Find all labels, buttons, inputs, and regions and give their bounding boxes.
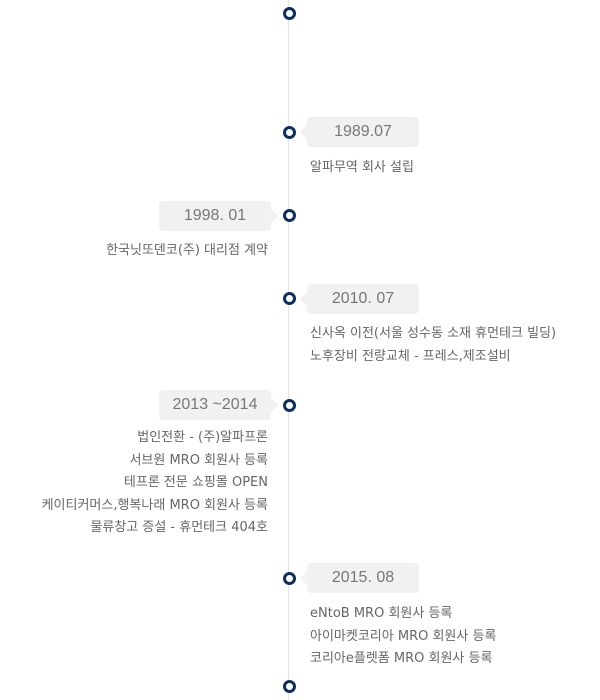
timeline-item: 신사옥 이전(서울 성수동 소재 휴먼테크 빌딩) xyxy=(310,326,557,341)
timeline-date-1998: 1998. 01 xyxy=(159,201,278,231)
timeline-dot xyxy=(283,399,296,412)
timeline-desc-2013: 법인전환 - (주)알파프론 서브원 MRO 회원사 등록 테프론 전문 쇼핑몰… xyxy=(42,427,268,540)
timeline-date-1989: 1989.07 xyxy=(300,117,419,147)
timeline-item: 법인전환 - (주)알파프론 xyxy=(137,430,268,445)
timeline-dot xyxy=(283,572,296,585)
timeline-dot-top xyxy=(283,7,296,20)
timeline-date-2010: 2010. 07 xyxy=(300,284,419,314)
timeline-line xyxy=(288,0,289,700)
timeline-item: 한국닛또덴코(주) 대리점 계약 xyxy=(106,243,268,258)
timeline-item: 물류창고 증설 - 휴먼테크 404호 xyxy=(90,520,268,535)
timeline-desc-2015: eNtoB MRO 회원사 등록 아이마켓코리아 MRO 회원사 등록 코리아e… xyxy=(310,603,496,671)
timeline-item: 알파무역 회사 설립 xyxy=(310,160,414,175)
timeline-dot xyxy=(283,209,296,222)
timeline-dot xyxy=(283,126,296,139)
timeline-desc-1998: 한국닛또덴코(주) 대리점 계약 xyxy=(106,240,268,263)
timeline-item: eNtoB MRO 회원사 등록 xyxy=(310,606,453,621)
timeline-date-2015: 2015. 08 xyxy=(300,563,419,593)
timeline-item: 코리아e플렛폼 MRO 회원사 등록 xyxy=(310,651,493,666)
timeline-item: 테프론 전문 쇼핑몰 OPEN xyxy=(123,475,268,490)
timeline-dot-bottom xyxy=(283,680,296,693)
timeline-dot xyxy=(283,292,296,305)
timeline-desc-1989: 알파무역 회사 설립 xyxy=(310,157,414,180)
timeline-item: 서브원 MRO 회원사 등록 xyxy=(129,452,268,468)
timeline-desc-2010: 신사옥 이전(서울 성수동 소재 휴먼테크 빌딩) 노후장비 전량교체 - 프레… xyxy=(310,323,556,368)
timeline-item: 노후장비 전량교체 - 프레스,제조설비 xyxy=(310,348,511,364)
timeline-item: 아이마켓코리아 MRO 회원사 등록 xyxy=(310,628,497,644)
timeline-date-2013: 2013 ~2014 xyxy=(159,390,278,420)
timeline-item: 케이티커머스,행복나래 MRO 회원사 등록 xyxy=(41,497,268,513)
